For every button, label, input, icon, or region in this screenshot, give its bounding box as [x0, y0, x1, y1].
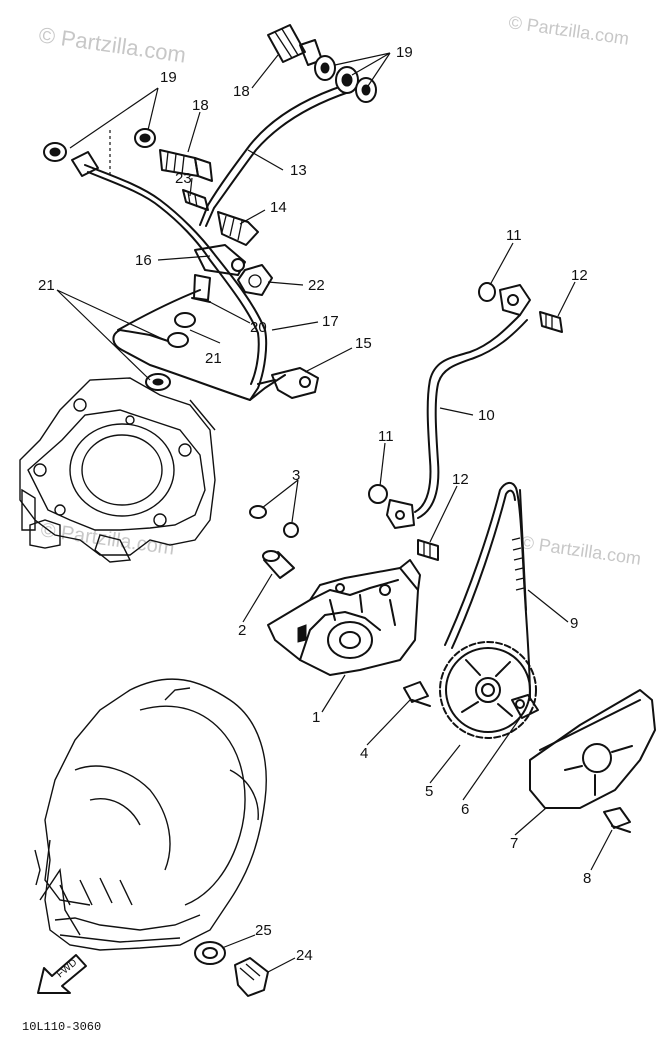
callout-10: 10 [478, 407, 495, 424]
callout-3: 3 [292, 467, 300, 484]
figure-code: 10L110-3060 [22, 1020, 101, 1034]
watermark-top-right: © Partzilla.com [507, 12, 630, 49]
callout-21-left: 21 [38, 277, 55, 294]
bolt-4 [403, 681, 431, 707]
cylinder-head-outline [19, 377, 216, 563]
callout-22: 22 [308, 277, 325, 294]
dowel-pin-2 [262, 550, 295, 579]
callout-11-top: 11 [506, 227, 522, 244]
callout-4: 4 [360, 745, 368, 762]
sprocket-5 [439, 641, 537, 739]
bolt-20 [191, 274, 211, 303]
callout-9: 9 [570, 615, 578, 632]
callout-5: 5 [425, 783, 433, 800]
callout-2: 2 [238, 622, 246, 639]
leader-lines [56, 52, 613, 973]
fitting-16 [194, 244, 246, 276]
callout-14: 14 [270, 199, 287, 216]
drive-chain-9 [444, 482, 531, 701]
callout-21-mid: 21 [205, 350, 222, 367]
callout-15: 15 [355, 335, 372, 352]
callout-23: 23 [175, 170, 192, 187]
callout-1: 1 [312, 709, 320, 726]
o-ring-11-lower [368, 484, 388, 504]
oil-delivery-pipe-17 [84, 164, 286, 401]
callout-13: 13 [290, 162, 307, 179]
bolt-6 [511, 694, 539, 719]
washer-19-top [314, 55, 377, 103]
fwd-arrow: FWD [37, 954, 87, 994]
union-bolt-14 [217, 211, 259, 246]
washers-21 [145, 312, 196, 391]
callout-12-top: 12 [571, 267, 588, 284]
callout-18-left: 18 [192, 97, 209, 114]
callout-11-lower: 11 [378, 428, 394, 445]
callout-16: 16 [135, 252, 152, 269]
fwd-label: FWD [55, 957, 80, 980]
oil-delivery-pipe-10 [414, 314, 528, 519]
callout-19-left: 19 [160, 69, 177, 86]
oil-delivery-pipe-13 [199, 84, 350, 227]
bolt-12-lower [417, 539, 439, 561]
bolt-8 [603, 807, 631, 833]
union-bolt-18-left [71, 149, 213, 182]
watermark-mid-right: © Partzilla.com [519, 532, 642, 569]
callout-numbers: 18 19 19 18 13 23 14 16 22 21 17 20 21 1… [38, 44, 591, 964]
drain-plug-24 [234, 957, 269, 997]
callout-7: 7 [510, 835, 518, 852]
callout-20: 20 [250, 319, 267, 336]
callout-6: 6 [461, 801, 469, 818]
washer-25 [194, 941, 226, 965]
union-fitting-10-top [499, 284, 531, 316]
callout-17: 17 [322, 313, 339, 330]
callout-12-lower: 12 [452, 471, 469, 488]
nut-22 [237, 264, 273, 296]
washer-19-left [43, 128, 156, 162]
clamp-15 [257, 367, 319, 399]
callout-8: 8 [583, 870, 591, 887]
oil-pump-1 [267, 559, 421, 676]
callout-24: 24 [296, 947, 313, 964]
union-bolt-18-top [267, 24, 323, 66]
union-fitting-10-lower [386, 499, 415, 529]
watermark-top-left: © Partzilla.com [37, 22, 187, 67]
o-ring-11-top [478, 282, 496, 302]
callout-19-top: 19 [396, 44, 413, 61]
crankcase-outline [34, 678, 267, 951]
union-bolt-23 [182, 189, 209, 211]
callout-18-top: 18 [233, 83, 250, 100]
o-rings-3 [249, 505, 299, 538]
bolt-12-top [539, 311, 563, 333]
callout-25: 25 [255, 922, 272, 939]
chain-cover-7 [529, 689, 656, 809]
